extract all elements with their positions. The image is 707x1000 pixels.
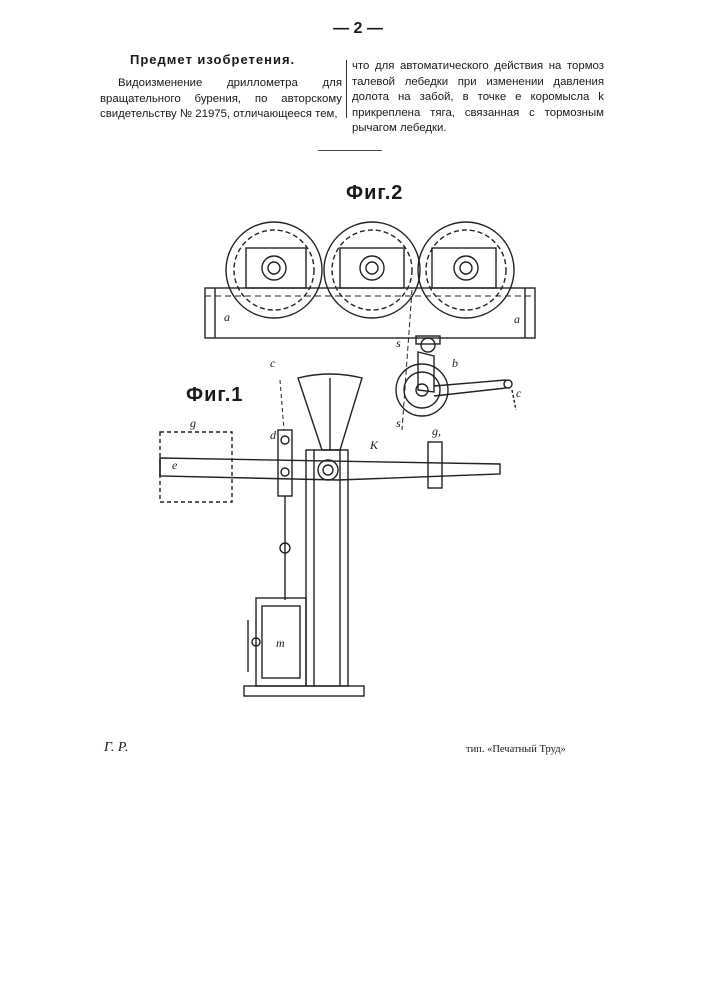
- fig2-drawing: [205, 222, 535, 430]
- footer-printer: тип. «Печатный Труд»: [466, 744, 566, 755]
- fig1-label-c: c: [270, 356, 275, 371]
- fig2-label-s-top: s: [396, 336, 401, 351]
- figure-1-title: Фиг.1: [186, 384, 243, 407]
- fig1-drawing: [160, 374, 500, 696]
- fig2-label-b: b: [452, 356, 458, 371]
- footer-signature: Г. Р.: [104, 740, 129, 756]
- fig1-label-m: m: [276, 636, 285, 651]
- fig1-label-d: d: [270, 428, 276, 443]
- fig1-label-g1: g,: [432, 424, 441, 439]
- fig1-label-k: K: [370, 438, 378, 453]
- fig2-label-a-left: a: [224, 310, 230, 325]
- fig1-label-e: e: [172, 458, 177, 473]
- fig1-label-g: g: [190, 416, 196, 431]
- fig2-label-a-right: a: [514, 312, 520, 327]
- fig2-label-s-bottom: s: [396, 416, 401, 431]
- fig2-label-c: c: [516, 386, 521, 401]
- figure-2-title: Фиг.2: [346, 182, 403, 205]
